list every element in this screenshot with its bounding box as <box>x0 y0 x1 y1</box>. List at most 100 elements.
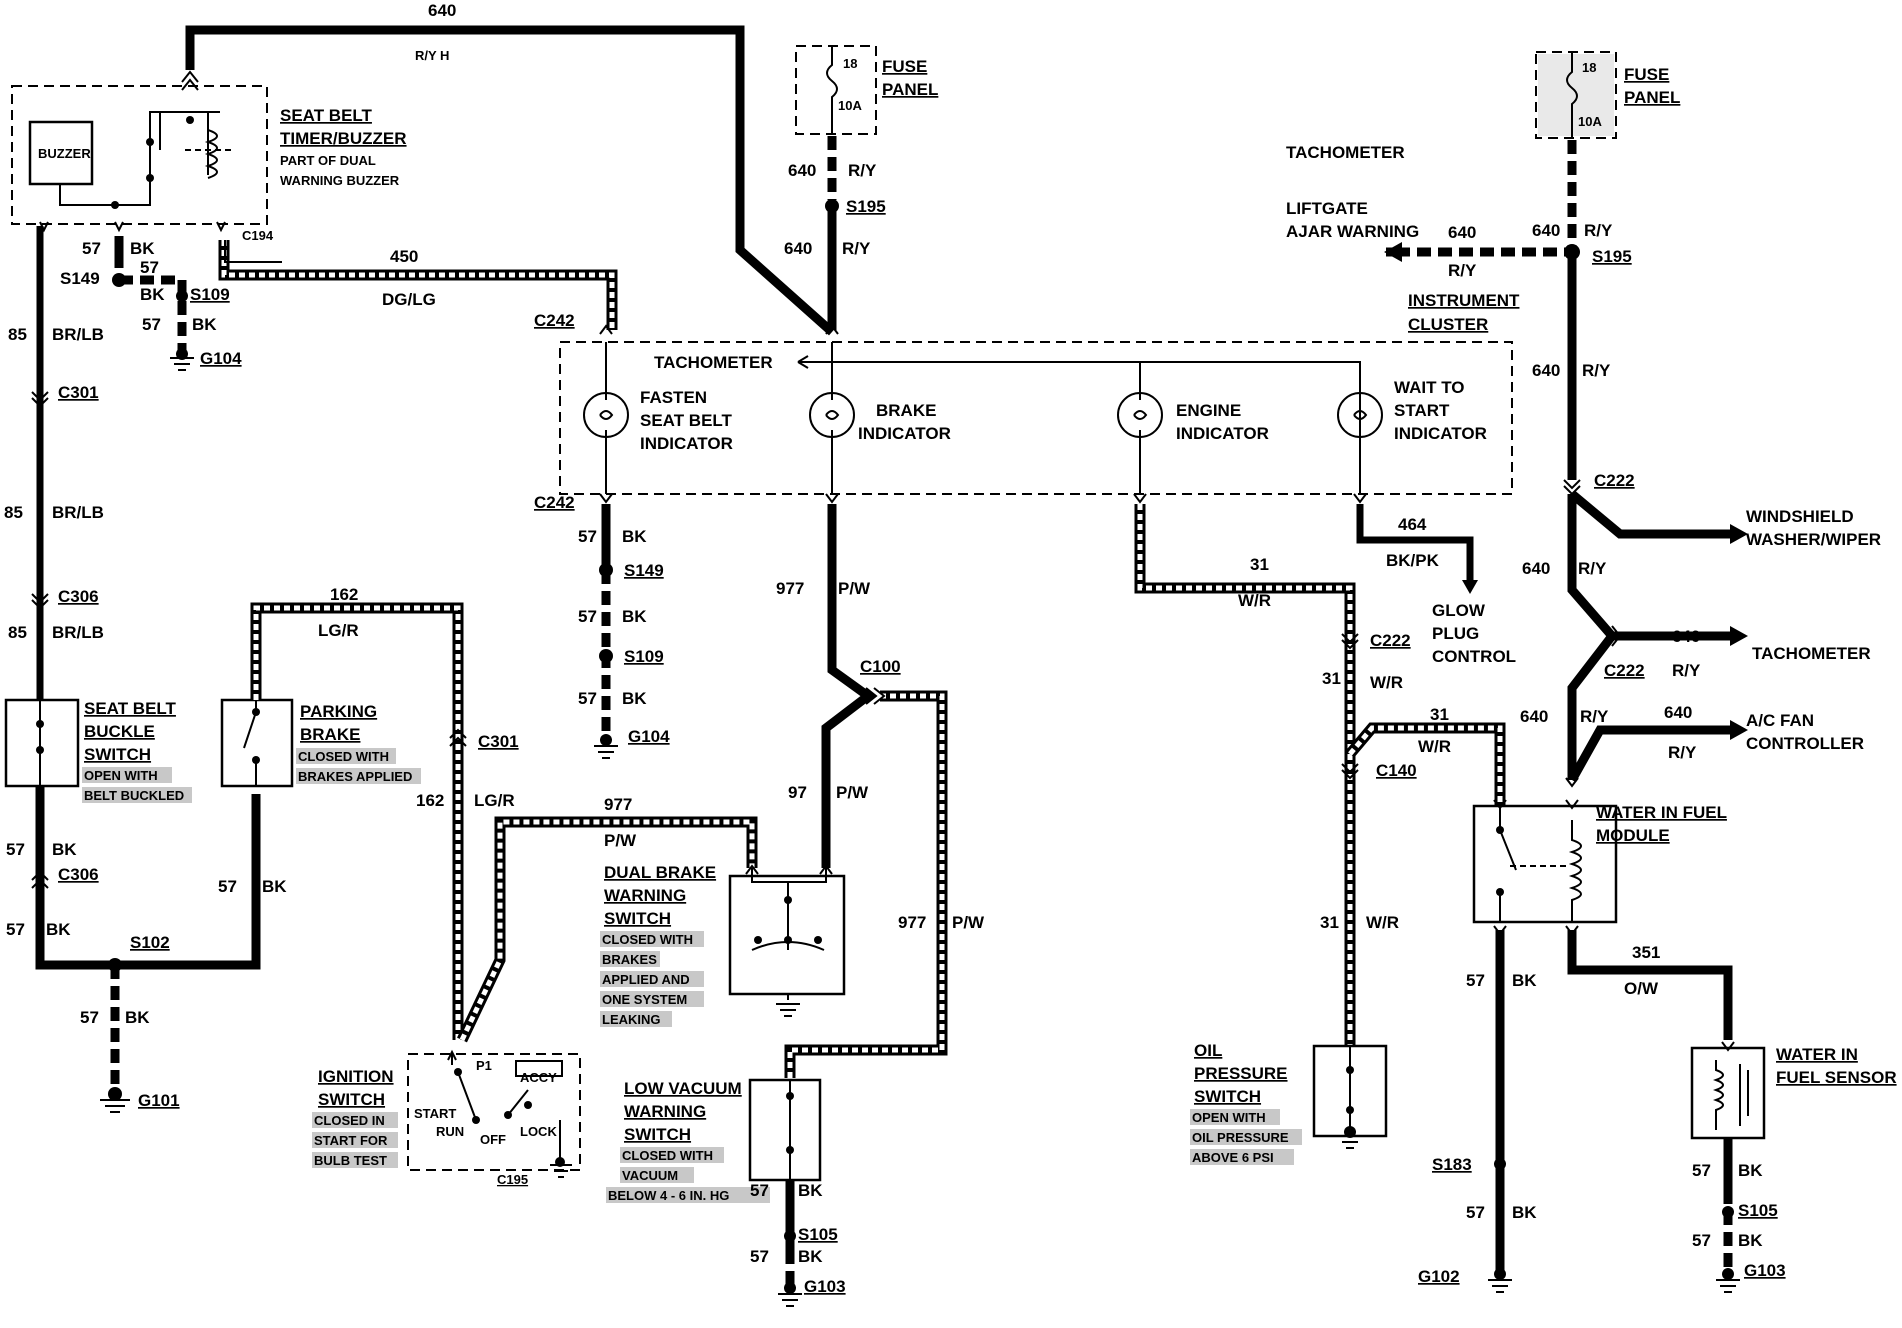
pw-d: P/W <box>952 913 985 932</box>
lock: LOCK <box>520 1124 557 1139</box>
pw-c: P/W <box>836 783 869 802</box>
brake-2: INDICATOR <box>858 424 951 443</box>
ic-2: CLUSTER <box>1408 315 1488 334</box>
dbw-3: SWITCH <box>604 909 671 928</box>
wfs-2: FUEL SENSOR <box>1776 1068 1897 1087</box>
c242-bot: C242 <box>534 493 575 512</box>
dbw-2: WARNING <box>604 886 686 905</box>
fuse2-18: 18 <box>1582 60 1596 75</box>
bk-c: BK <box>192 315 217 334</box>
bk-m: BK <box>1512 971 1537 990</box>
oil-4: OPEN WITH <box>1192 1110 1266 1125</box>
g104-mid: G104 <box>628 727 670 746</box>
s105-a: S105 <box>798 1225 838 1244</box>
wfs-1: WATER IN <box>1776 1045 1858 1064</box>
buzzer-label: BUZZER <box>38 146 91 161</box>
n97: 97 <box>788 783 807 802</box>
wif-1: WATER IN FUEL <box>1596 803 1727 822</box>
ry-n: R/Y <box>1578 559 1607 578</box>
g101: G101 <box>138 1091 180 1110</box>
c100: C100 <box>860 657 901 676</box>
s102: S102 <box>130 933 170 952</box>
instrument-cluster: C242 TACHOMETER FASTEN SEAT BELT INDICAT… <box>534 311 1513 512</box>
oil-5: OIL PRESSURE <box>1192 1130 1289 1145</box>
oil-1: OIL <box>1194 1041 1222 1060</box>
seat-belt-timer-buzzer: BUZZER SEAT BELT TIMER/BUZZER PART OF DU… <box>11 85 407 233</box>
n57m: 57 <box>1466 971 1485 990</box>
tach-out: TACHOMETER <box>1752 644 1871 663</box>
lgr-mid: LG/R <box>474 791 515 810</box>
fuse1-t1: FUSE <box>882 57 927 76</box>
lvw-6: BELOW 4 - 6 IN. HG <box>608 1188 729 1203</box>
n57c: 57 <box>142 315 161 334</box>
seatbelt-title-1: SEAT BELT <box>280 106 373 125</box>
pb-4: BRAKES APPLIED <box>298 769 412 784</box>
fuse-panel-2: 18 10A FUSE PANEL <box>1535 51 1680 260</box>
lgr-top: LG/R <box>318 621 359 640</box>
bk-f: BK <box>125 1008 150 1027</box>
oil-3: SWITCH <box>1194 1087 1261 1106</box>
bk-h: BK <box>622 527 647 546</box>
ws-2: WASHER/WIPER <box>1746 530 1881 549</box>
bk-k: BK <box>798 1181 823 1200</box>
n57i: 57 <box>578 607 597 626</box>
g102: G102 <box>1418 1267 1460 1286</box>
ry-h: R/Y H <box>415 48 449 63</box>
wr-a: W/R <box>1238 591 1271 610</box>
seatbelt-sub-1: PART OF DUAL <box>280 153 376 168</box>
wts-3: INDICATOR <box>1394 424 1487 443</box>
fuse1-10a: 10A <box>838 98 862 113</box>
fuse2-10a: 10A <box>1578 114 1602 129</box>
n640-f1a: 640 <box>788 161 816 180</box>
sbb-5: BELT BUCKLED <box>84 788 184 803</box>
n57k: 57 <box>750 1181 769 1200</box>
ac-2: CONTROLLER <box>1746 734 1864 753</box>
pw-mid: P/W <box>604 831 637 850</box>
ry-f1a: R/Y <box>848 161 877 180</box>
dual-brake-warning-switch: DUAL BRAKE WARNING SWITCH CLOSED WITH BR… <box>600 863 846 1027</box>
n640-r: 640 <box>1532 221 1560 240</box>
start: START <box>414 1106 456 1121</box>
eng-1: ENGINE <box>1176 401 1241 420</box>
ry-m: R/Y <box>1582 361 1611 380</box>
lvw-5: VACUUM <box>622 1168 678 1183</box>
wr-c: W/R <box>1418 737 1451 756</box>
n450: 450 <box>390 247 418 266</box>
lvw-4: CLOSED WITH <box>622 1148 713 1163</box>
sbb-2: BUCKLE <box>84 722 155 741</box>
bk-i: BK <box>622 607 647 626</box>
n57a: 57 <box>82 239 101 258</box>
lift-1: LIFTGATE <box>1286 199 1368 218</box>
fasten-3: INDICATOR <box>640 434 733 453</box>
ry-f1b: R/Y <box>842 239 871 258</box>
n57f: 57 <box>80 1008 99 1027</box>
tach-in: TACHOMETER <box>654 353 773 372</box>
wire-31: 31 W/R C222 31 W/R 31 W/R C140 31 W/R <box>1134 504 1506 1050</box>
brlb-b: BR/LB <box>52 503 104 522</box>
bk-n: BK <box>1512 1203 1537 1222</box>
bk-e: BK <box>46 920 71 939</box>
ry-t: R/Y <box>1672 661 1701 680</box>
wire-162: 162 LG/R C301 162 LG/R <box>250 585 519 1040</box>
ground-branch-g104-mid: 57 BK S149 57 BK S109 57 BK G104 <box>578 504 670 759</box>
c222-a: C222 <box>1370 631 1411 650</box>
seat-belt-buckle-switch: SEAT BELT BUCKLE SWITCH OPEN WITH BELT B… <box>4 698 192 803</box>
n57p: 57 <box>1692 1231 1711 1250</box>
wire-85: 85 BR/LB C301 85 BR/LB C306 85 BR/LB <box>4 226 104 700</box>
n57n: 57 <box>1466 1203 1485 1222</box>
n57l: 57 <box>750 1247 769 1266</box>
lift-2: AJAR WARNING <box>1286 222 1419 241</box>
n351: 351 <box>1632 943 1660 962</box>
bkpk: BK/PK <box>1386 551 1440 570</box>
lvw-3: SWITCH <box>624 1125 691 1144</box>
wire-351: 351 O/W <box>1567 930 1733 1040</box>
eng-2: INDICATOR <box>1176 424 1269 443</box>
s195-b: S195 <box>1592 247 1632 266</box>
n57o: 57 <box>1692 1161 1711 1180</box>
fuse1-18: 18 <box>843 56 857 71</box>
sbb-1: SEAT BELT <box>84 699 177 718</box>
n977-c: 977 <box>898 913 926 932</box>
ac-1: A/C FAN <box>1746 711 1814 730</box>
s109-top: S109 <box>190 285 230 304</box>
